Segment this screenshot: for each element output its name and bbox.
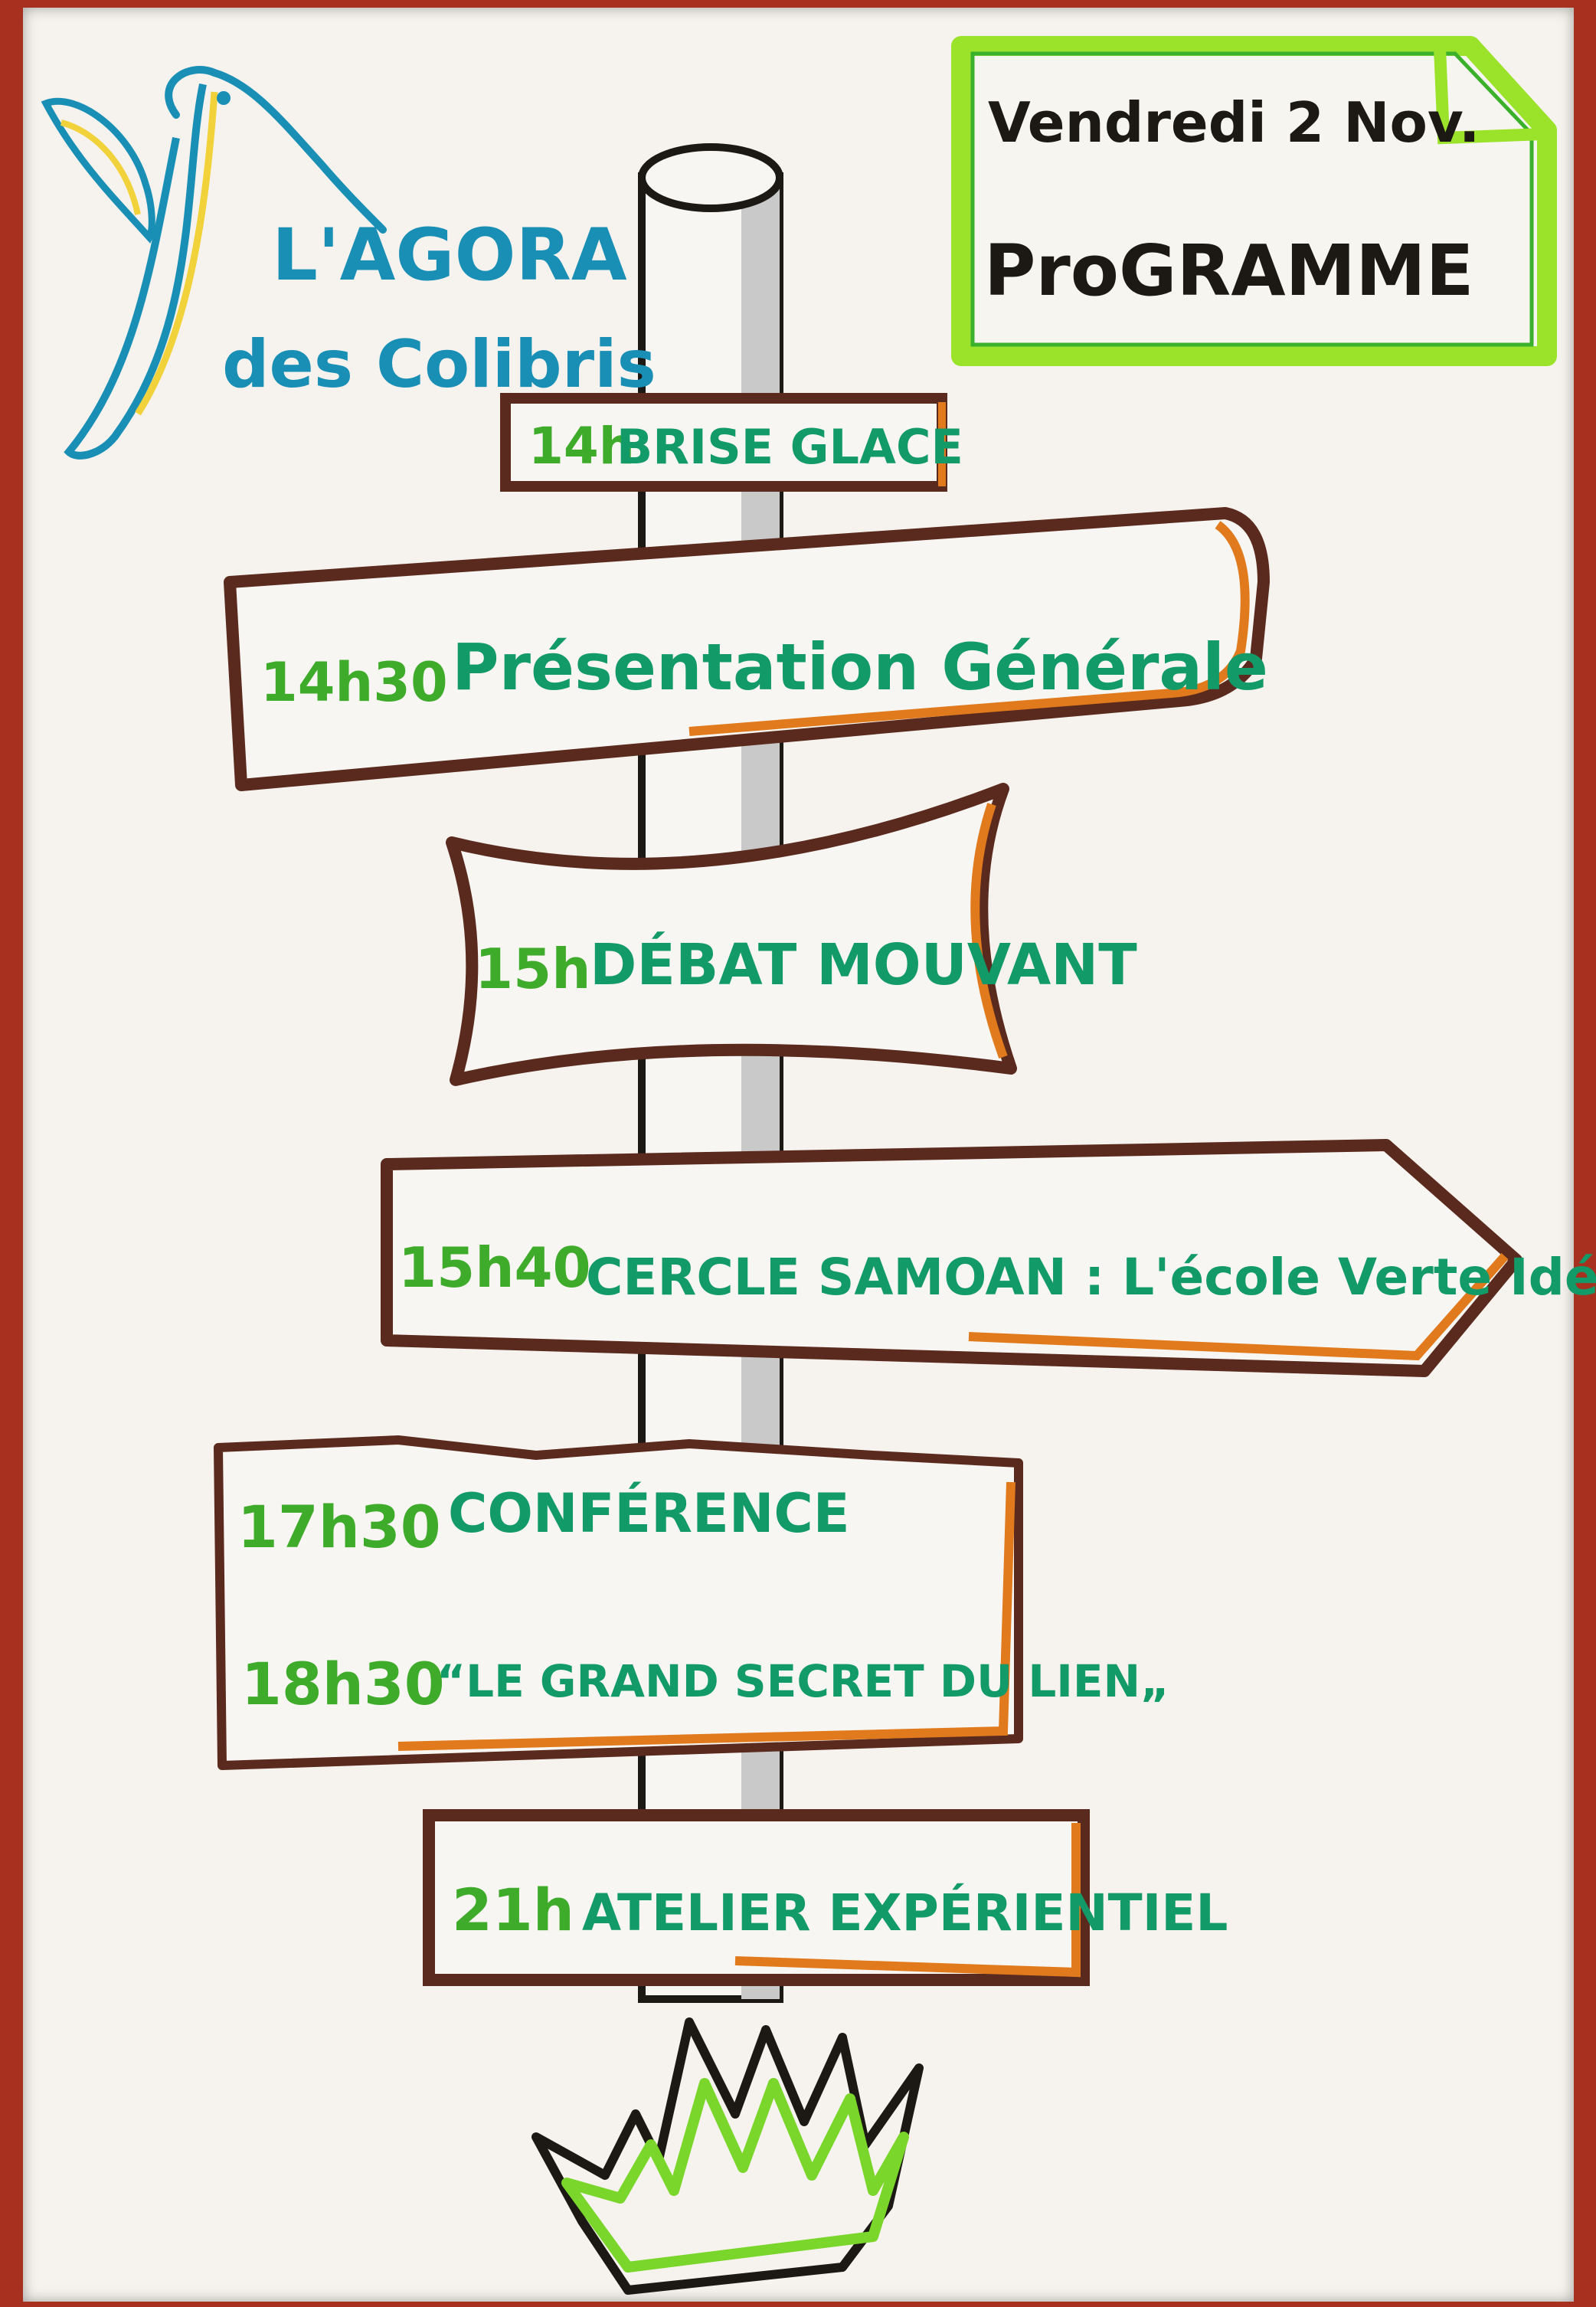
sign-3-time: 15h <box>475 937 590 1001</box>
sign-3-event: DÉBAT MOUVANT <box>590 931 1137 998</box>
hummingbird-icon <box>41 66 387 460</box>
logo-subtitle: des Colibris <box>222 326 656 403</box>
sign-conference: 17h30 CONFÉRENCE 18h30 “LE GRAND SECRET … <box>214 1435 1169 1770</box>
sign-7-time: 21h <box>452 1876 574 1944</box>
logo-title: L'AGORA <box>272 214 627 297</box>
header-card: Vendredi 2 Nov. ProGRAMME <box>951 36 1557 366</box>
sign-debat: 15h DÉBAT MOUVANT <box>446 783 1137 1086</box>
sign-4-event: CERCLE SAMOAN : L'école Verte Idéale <box>586 1248 1596 1307</box>
sign-presentation: 14h30 Présentation Générale <box>224 507 1270 791</box>
sign-6-time: 18h30 <box>241 1650 445 1718</box>
sign-7-event: ATELIER EXPÉRIENTIEL <box>582 1883 1228 1942</box>
sign-4-time: 15h40 <box>398 1235 591 1300</box>
sign-2-event: Présentation Générale <box>452 630 1268 705</box>
sign-atelier: 21h ATELIER EXPÉRIENTIEL <box>423 1809 1228 1986</box>
sign-brise-glace: 14h BRISE GLACE <box>500 393 963 492</box>
sign-2-time: 14h30 <box>260 651 448 714</box>
sign-6-event: “LE GRAND SECRET DU LIEN„ <box>437 1655 1169 1707</box>
sign-1-time: 14h <box>528 417 635 476</box>
header-date: Vendredi 2 Nov. <box>988 90 1480 155</box>
logo: L'AGORA des Colibris <box>41 66 656 460</box>
sign-1-event: BRISE GLACE <box>616 419 963 475</box>
grass-drawing <box>531 2017 924 2295</box>
header-title: ProGRAMME <box>984 230 1474 312</box>
sign-cercle-samoan: 15h40 CERCLE SAMOAN : L'école Verte Idéa… <box>381 1139 1596 1377</box>
sign-5-time: 17h30 <box>237 1493 441 1561</box>
sign-5-event: CONFÉRENCE <box>448 1482 850 1545</box>
